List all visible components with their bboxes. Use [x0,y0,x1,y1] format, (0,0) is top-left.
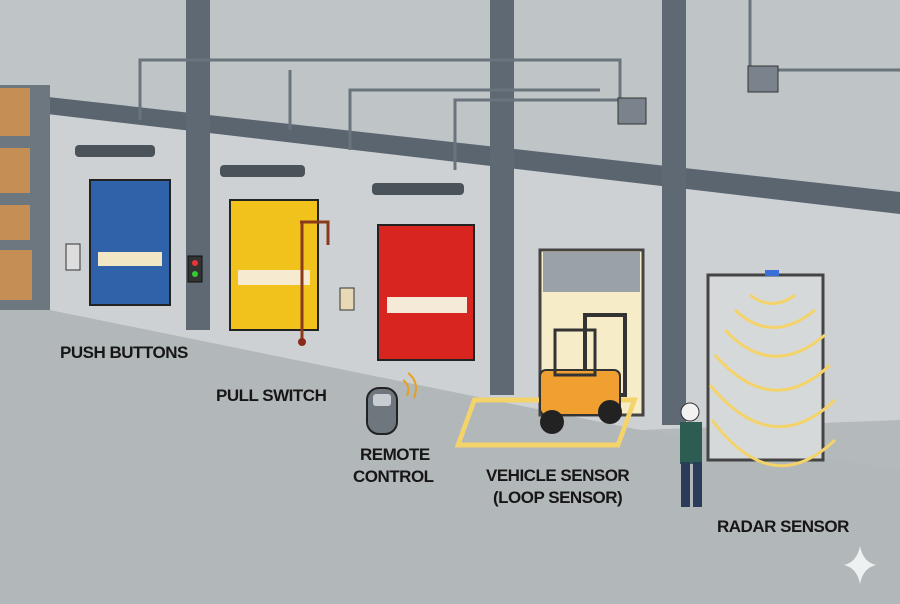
label-radar-sensor: RADAR SENSOR [717,517,849,536]
floor [0,300,900,604]
remote-control-icon [366,372,417,435]
rolled-door [543,252,640,292]
label-remote-control-line1: REMOTE [360,445,430,464]
label-pull-switch: PULL SWITCH [216,386,327,405]
wall-switch [339,287,355,311]
box [0,250,32,300]
radar-sensor-unit [765,270,779,276]
ceiling-light [220,165,305,177]
worker [680,402,702,507]
box [0,88,30,136]
label-push-buttons: PUSH BUTTONS [60,343,188,362]
forklift [539,313,627,434]
blue-door [89,179,171,306]
pull-cord-icon [300,220,330,340]
door-window [98,252,162,266]
label-vehicle-sensor-line1: VEHICLE SENSOR [486,466,629,485]
conduit [138,0,900,170]
door-window [238,270,310,285]
ceiling-light [75,145,155,157]
push-button-panel-icon [65,243,81,271]
column [490,0,514,395]
ceiling-light [372,183,464,195]
push-button-panel-icon [187,255,203,283]
sparkle-icon [844,546,876,584]
column [662,0,686,425]
label-remote-control-line2: CONTROL [353,467,434,486]
red-door [377,224,475,361]
door-window [387,297,467,313]
box [0,205,30,240]
label-vehicle-sensor-line2: (LOOP SENSOR) [493,488,622,507]
junction-box [747,65,779,93]
junction-box [617,97,647,125]
yellow-door [229,199,319,331]
box [0,148,30,193]
radar-waves-icon [708,293,837,468]
